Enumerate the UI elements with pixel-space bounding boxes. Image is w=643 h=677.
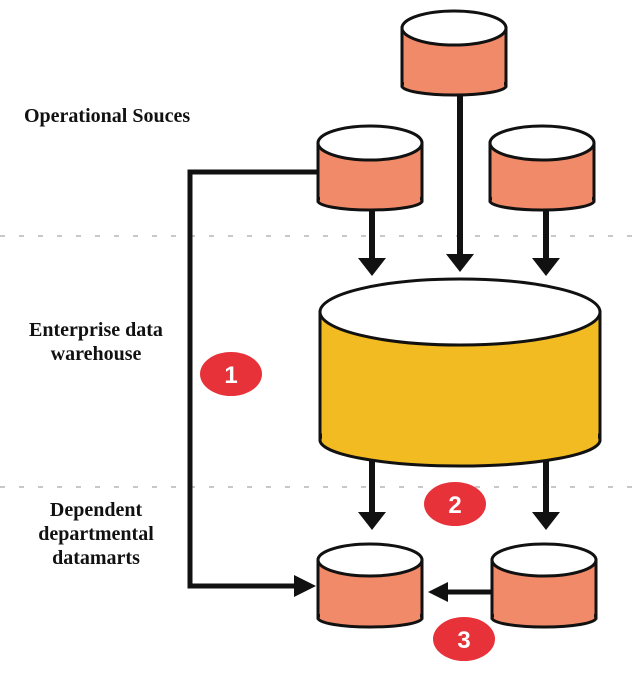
- datamart-cylinder-right: [490, 542, 598, 629]
- enterprise-warehouse-label-line1: Enterprise data: [29, 319, 163, 341]
- source-cylinder-right: [488, 124, 596, 212]
- svg-text:2: 2: [448, 492, 461, 519]
- warehouse-cylinder: [318, 277, 602, 468]
- warehouse-to-datamart-arrows: [369, 455, 549, 515]
- datamart-cylinder-left: [316, 542, 424, 629]
- badge-2: 2: [424, 482, 486, 526]
- badge-3: 3: [433, 617, 495, 661]
- enterprise-warehouse-label-line2: warehouse: [50, 343, 142, 365]
- source-cylinder-top: [400, 9, 508, 97]
- enterprise-warehouse-label: Enterprise data warehouse: [6, 318, 186, 366]
- source-cylinder-left: [316, 124, 424, 212]
- datamarts-label-line1: Dependent: [49, 499, 143, 521]
- source-arrowheads: [358, 254, 560, 276]
- svg-text:3: 3: [457, 627, 470, 654]
- datamarts-label-line3: datamarts: [52, 547, 140, 569]
- datamarts-label-line2: departmental: [38, 523, 154, 545]
- badge-1: 1: [200, 352, 262, 396]
- svg-text:1: 1: [224, 362, 237, 389]
- operational-sources-label: Operational Souces: [24, 105, 191, 127]
- source-to-warehouse-arrows: [369, 88, 549, 262]
- datamarts-label: Dependent departmental datamarts: [6, 498, 186, 570]
- bypass-arrow: [187, 169, 322, 589]
